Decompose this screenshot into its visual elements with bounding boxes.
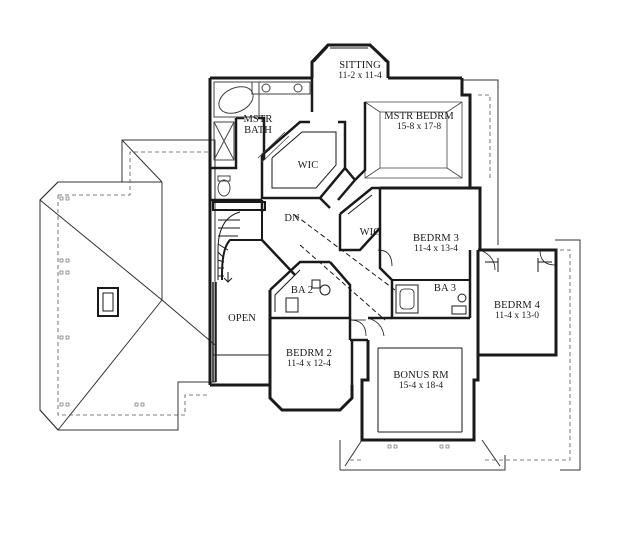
open-name: OPEN	[228, 313, 256, 324]
exterior-walls	[208, 43, 558, 442]
hallway-walls	[260, 102, 396, 321]
master-bath-label: MSTR BATH	[240, 114, 276, 136]
windows	[313, 46, 387, 63]
bedroom3-wic-label: WIC	[355, 227, 385, 238]
bedroom3-name: BEDRM 3	[413, 233, 459, 244]
ba3-label: BA 3	[430, 283, 460, 294]
ba2-label: BA 2	[287, 285, 317, 296]
bonus-room-dims: 15-4 x 18-4	[398, 381, 444, 391]
master-bath-fixtures	[213, 81, 311, 197]
master-bedroom-name: MSTR BEDRM	[384, 111, 454, 122]
bedroom3-dims: 11-4 x 13-4	[414, 244, 458, 254]
sitting-dims: 11-2 x 11-4	[338, 71, 382, 81]
bedroom3-ba3-walls	[367, 249, 556, 337]
left-roof-dashed	[57, 151, 210, 416]
ba2-name: BA 2	[290, 285, 314, 296]
open-rail	[212, 282, 270, 382]
right-roof-dashed	[350, 94, 571, 461]
bonus-room-vents	[387, 444, 450, 449]
stair-name: DN	[284, 213, 300, 224]
bedroom4-detail	[485, 258, 552, 272]
bedroom3-label: BEDRM 3 11-4 x 13-4	[405, 233, 467, 255]
bonus-room-label: BONUS RM 15-4 x 18-4	[389, 370, 453, 392]
open-label: OPEN	[222, 313, 262, 324]
sitting-name: SITTING	[339, 60, 381, 71]
master-wic-walls	[260, 120, 356, 209]
bedroom2-dims: 11-4 x 12-4	[287, 359, 331, 369]
right-roof	[339, 79, 581, 471]
ba3-name: BA 3	[433, 283, 457, 294]
sitting-label: SITTING 11-2 x 11-4	[330, 60, 390, 82]
master-bath-walls	[208, 78, 314, 202]
bonus-room-name: BONUS RM	[393, 370, 449, 381]
stair-label: DN	[280, 213, 304, 224]
bedroom2-label: BEDRM 2 11-4 x 12-4	[279, 348, 339, 370]
master-bath-line1: MSTR	[243, 114, 273, 125]
master-bedroom-dims: 15-8 x 17-8	[396, 122, 442, 132]
bedroom4-label: BEDRM 4 11-4 x 13-0	[486, 300, 548, 322]
skylight-icon	[97, 287, 119, 317]
master-wic-label: WIC	[293, 160, 323, 171]
master-bedroom-label: MSTR BEDRM 15-8 x 17-8	[383, 111, 455, 133]
bedroom2-walls	[348, 318, 368, 385]
bedroom2-name: BEDRM 2	[286, 348, 332, 359]
bedroom3-wic-name: WIC	[359, 227, 381, 238]
bonus-room-detail	[377, 347, 463, 433]
master-bath-line2: BATH	[244, 125, 272, 136]
master-wic-name: WIC	[297, 160, 319, 171]
left-roof	[39, 139, 216, 431]
left-roof-vents	[59, 196, 145, 407]
bedroom4-dims: 11-4 x 13-0	[495, 311, 539, 321]
bedroom4-name: BEDRM 4	[494, 300, 540, 311]
stair	[212, 201, 266, 283]
